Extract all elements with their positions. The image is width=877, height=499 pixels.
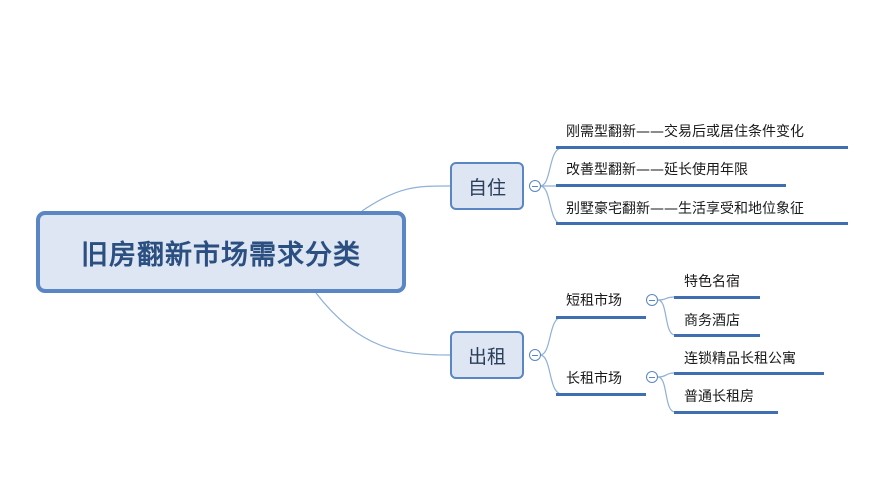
sub-node-label: 短租市场 [566,293,622,309]
leaf-node-label: 改善型翻新——延长使用年限 [566,162,748,178]
branch-node-label: 自住 [467,176,506,199]
collapse-minus-icon[interactable] [646,371,658,383]
sub-underline [556,316,646,319]
leaf-underline [674,411,778,414]
leaf-node-label: 连锁精品长租公寓 [684,351,796,367]
branch-node-zizhu[interactable]: 自住 [450,162,524,210]
sub-underline [556,393,646,396]
leaf-underline [674,296,760,299]
leaf-underline [674,334,760,337]
collapse-minus-icon[interactable] [529,349,541,361]
leaf-node-label: 普通长租房 [684,389,754,405]
leaf-node-label: 商务酒店 [684,313,740,329]
leaf-underline [556,146,848,149]
leaf-underline [556,222,848,225]
root-node-label: 旧房翻新市场需求分类 [81,239,361,271]
collapse-minus-icon[interactable] [646,294,658,306]
sub-node-changzu[interactable]: 长租市场 [566,370,622,388]
leaf-node-label: 特色名宿 [684,274,740,290]
leaf-node-liansuo[interactable]: 连锁精品长租公寓 [684,350,796,368]
leaf-node-gangxu[interactable]: 刚需型翻新——交易后或居住条件变化 [566,123,804,141]
leaf-node-gaishan[interactable]: 改善型翻新——延长使用年限 [566,161,748,179]
leaf-node-putong[interactable]: 普通长租房 [684,388,754,406]
collapse-minus-icon[interactable] [529,180,541,192]
leaf-node-shangwu[interactable]: 商务酒店 [684,312,740,330]
root-node[interactable]: 旧房翻新市场需求分类 [36,211,406,293]
branch-node-chuzu[interactable]: 出租 [450,331,524,379]
leaf-underline [674,372,824,375]
sub-node-label: 长租市场 [566,371,622,387]
sub-node-duanzu[interactable]: 短租市场 [566,292,622,310]
leaf-node-label: 别墅豪宅翻新——生活享受和地位象征 [566,201,804,217]
leaf-node-bieshu[interactable]: 别墅豪宅翻新——生活享受和地位象征 [566,200,804,218]
leaf-underline [556,184,786,187]
leaf-node-tese[interactable]: 特色名宿 [684,273,740,291]
branch-node-label: 出租 [467,345,506,368]
leaf-node-label: 刚需型翻新——交易后或居住条件变化 [566,124,804,140]
